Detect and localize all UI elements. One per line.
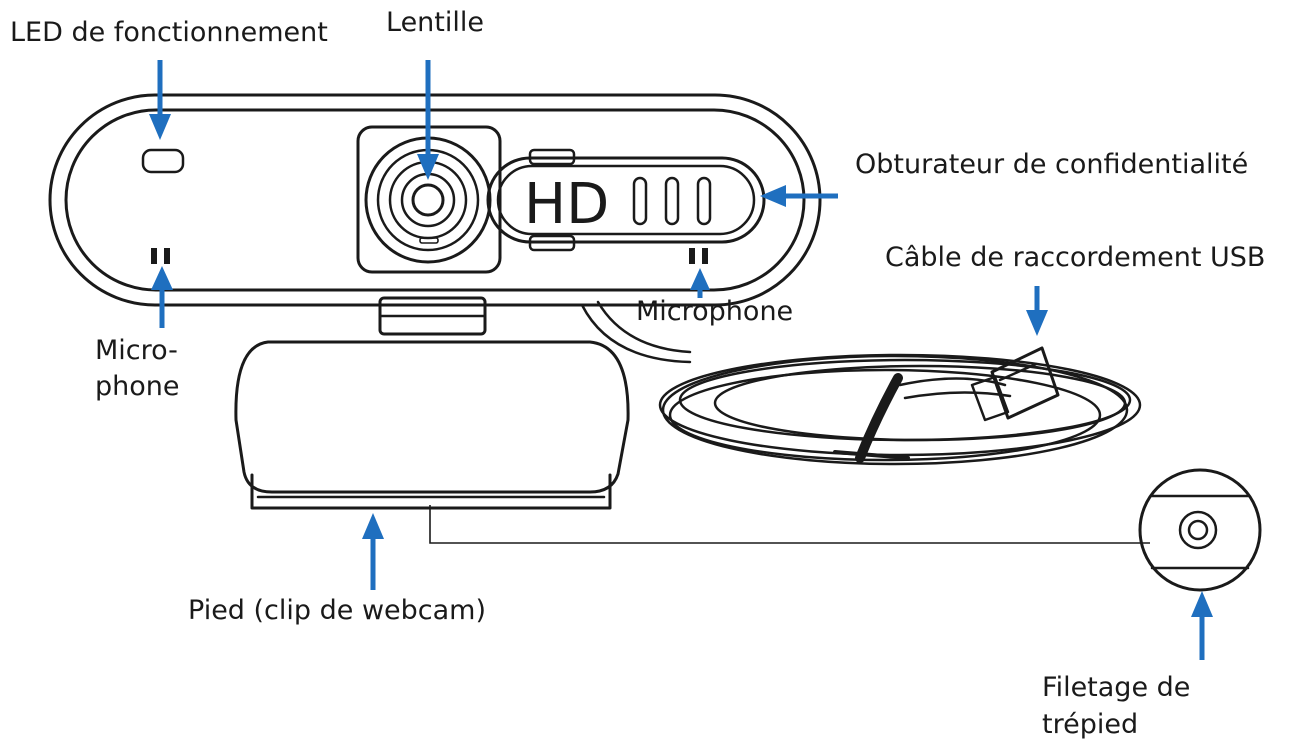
arrow-usb-cable [1026,286,1048,336]
label-microphone-left-line2: phone [95,371,180,402]
arrow-microphone-left [151,266,173,328]
label-foot: Pied (clip de webcam) [188,595,487,626]
label-microphone-right: Microphone [636,296,794,327]
usb-plug [970,346,1060,422]
hd-marking: HD [524,172,609,237]
label-tripod-line2: trépied [1042,709,1139,740]
label-usb-cable: Câble de raccordement USB [885,242,1266,273]
hinge [378,296,487,336]
microphone-left-holes [151,248,170,264]
arrow-led [149,60,171,140]
arrow-privacy-shutter [760,185,838,207]
cable-tie [855,373,903,463]
arrow-foot [362,513,384,590]
label-microphone-left-line1: Micro- [95,335,178,366]
tripod-leader-line [429,505,1150,544]
usb-cable [580,300,1142,466]
label-tripod-line1: Filetage de [1042,672,1191,703]
camera-body [48,93,822,307]
label-led: LED de fonctionnement [10,17,328,48]
label-lens: Lentille [386,7,484,38]
arrow-microphone-right [690,268,710,298]
microphone-right-holes [689,248,708,264]
label-privacy-shutter: Obturateur de confidentialité [855,149,1249,180]
arrow-tripod-thread [1191,591,1213,660]
arrow-lens [417,60,439,180]
led-indicator [141,148,185,174]
clip-foot [234,340,630,510]
tripod-thread-detail [1138,468,1262,592]
privacy-shutter: HD [486,148,766,252]
